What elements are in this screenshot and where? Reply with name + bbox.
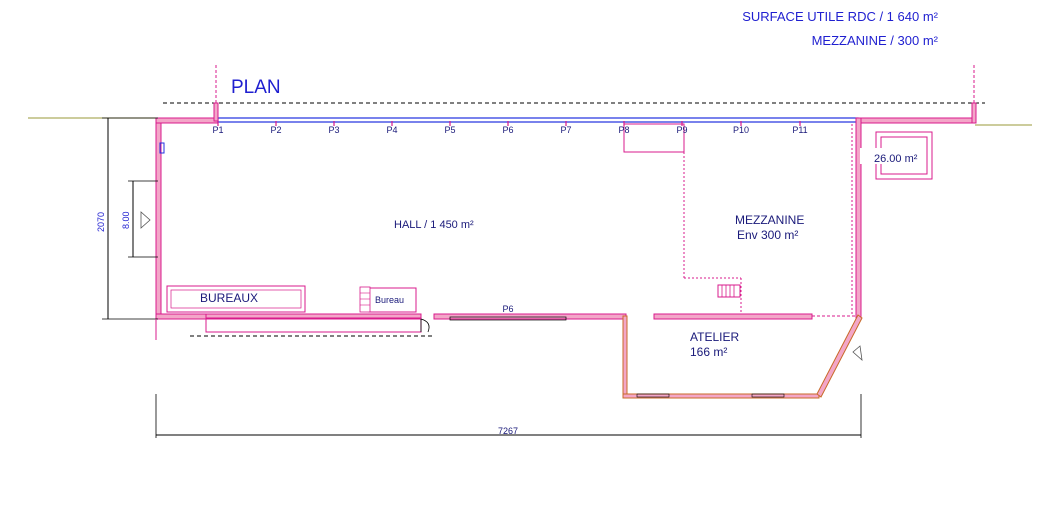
- pillar-label: P6: [502, 125, 513, 135]
- surface-rdc-label: SURFACE UTILE RDC / 1 640 m²: [742, 9, 938, 24]
- bottom-walls: [155, 313, 856, 337]
- left-window: [159, 142, 165, 154]
- mezzanine-env-label: Env 300 m²: [737, 228, 798, 242]
- plan-title: PLAN: [231, 77, 281, 98]
- bureaux-label: BUREAUX: [200, 291, 258, 305]
- pillar-label: P8: [618, 125, 629, 135]
- dimension-width: [155, 394, 862, 438]
- pillar-label: P3: [328, 125, 339, 135]
- bureaux-room: [166, 285, 306, 313]
- atelier-area-label: 166 m²: [690, 345, 727, 359]
- atelier-walls: [622, 314, 863, 399]
- bottom-pillar-label: P6: [502, 304, 513, 314]
- pillar-label: P11: [792, 125, 807, 135]
- pillar-markers: P1 P2 P3 P4 P5 P6 P7 P8 P9 P10 P11: [212, 121, 808, 135]
- pillar-label: P1: [212, 125, 223, 135]
- dimension-door: [128, 180, 158, 258]
- bureau-label: Bureau: [375, 295, 404, 305]
- pillar-label: P7: [560, 125, 571, 135]
- pillar-label: P2: [270, 125, 281, 135]
- atelier-label: ATELIER: [690, 330, 739, 344]
- hall-label: HALL / 1 450 m²: [394, 219, 474, 231]
- pillar-label: P5: [444, 125, 455, 135]
- entrance-arrow-icon: [140, 211, 151, 229]
- annex-area-label: 26.00 m²: [874, 153, 918, 165]
- pillar-label: P10: [733, 125, 749, 135]
- width-dimension-label: 7267: [498, 426, 518, 436]
- mezzanine-outline: [623, 123, 853, 314]
- atelier-entrance-arrow-icon: [852, 345, 863, 362]
- mezzanine-surface-label: MEZZANINE / 300 m²: [812, 33, 939, 48]
- depth-dimension-label: 2070: [96, 212, 106, 232]
- pillar-label: P4: [386, 125, 397, 135]
- annex-room: [860, 131, 933, 180]
- pillar-label: P9: [676, 125, 687, 135]
- dimension-depth: [102, 117, 158, 320]
- mezzanine-label: MEZZANINE: [735, 213, 804, 227]
- mezzanine-stair: [717, 284, 741, 298]
- door-dimension-label: 8.00: [121, 211, 131, 229]
